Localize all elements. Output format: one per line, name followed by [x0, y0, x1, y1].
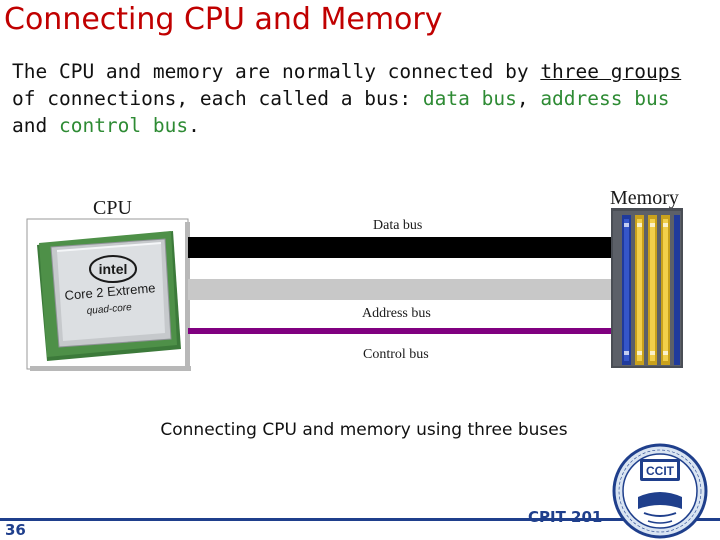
- memory-board-image: [611, 208, 683, 368]
- cpu-label: CPU: [93, 197, 132, 219]
- bus-diagram: intel Core 2 Extreme quad-core CPU Data …: [25, 183, 705, 373]
- control-bus-line: [188, 328, 615, 334]
- body-text-part: and: [12, 114, 59, 137]
- figure-caption: Connecting CPU and memory using three bu…: [0, 420, 720, 440]
- slide-title: Connecting CPU and Memory: [4, 2, 443, 37]
- control-bus-label: Control bus: [363, 347, 429, 362]
- memory-label: Memory: [610, 187, 679, 209]
- control-bus-term: control bus: [59, 114, 188, 137]
- cpu-chip-image: intel Core 2 Extreme quad-core: [37, 231, 181, 361]
- body-text-part: .: [188, 114, 200, 137]
- data-bus-line: [188, 237, 615, 258]
- address-bus-label: Address bus: [362, 306, 431, 321]
- data-bus-term: data bus: [423, 87, 517, 110]
- intel-logo-text: intel: [99, 261, 128, 277]
- body-text-part: The CPU and memory are normally connecte…: [12, 60, 540, 83]
- course-code: CPIT 201: [528, 508, 602, 526]
- university-seal-logo: CCIT: [606, 439, 710, 539]
- body-text-part: of connections, each called a bus:: [12, 87, 423, 110]
- body-text: The CPU and memory are normally connecte…: [12, 58, 702, 139]
- address-bus-term: address bus: [540, 87, 669, 110]
- address-bus-line: [188, 279, 615, 300]
- three-groups-text: three groups: [540, 60, 681, 83]
- page-number: 36: [5, 521, 26, 539]
- body-text-part: ,: [517, 87, 540, 110]
- data-bus-label: Data bus: [373, 218, 422, 233]
- logo-text: CCIT: [646, 464, 675, 478]
